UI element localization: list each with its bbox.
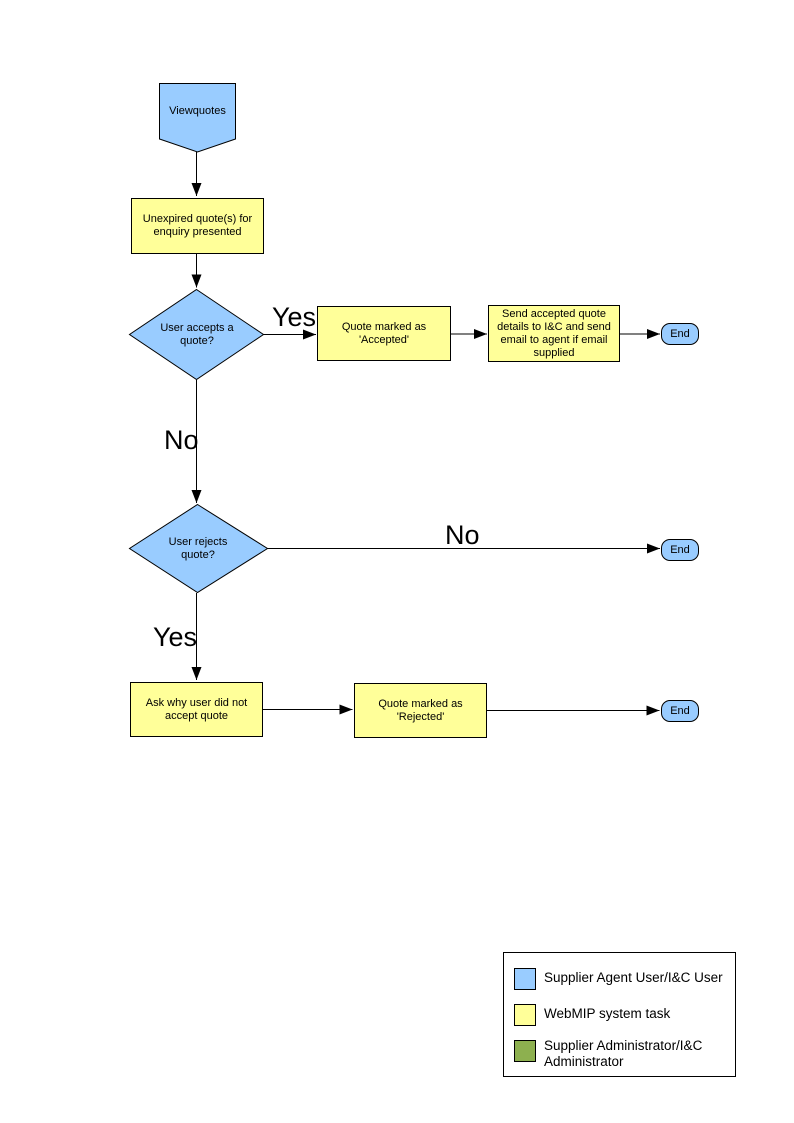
decision-accepts-label-box: User accepts a quote?	[130, 290, 264, 380]
decision-accepts-shape	[128, 288, 265, 381]
process-marked-accepted: Quote marked as 'Accepted'	[317, 306, 451, 361]
decision-rejects-shape	[128, 503, 269, 594]
process-send-details-label: Send accepted quote details to I&C and s…	[497, 307, 611, 359]
legend-label-supplier-agent-user: Supplier Agent User/I&C User	[544, 970, 723, 985]
legend-swatch-supplier-agent-user	[514, 968, 536, 990]
end-node-no-action: End	[661, 539, 699, 561]
legend-box: Supplier Agent User/I&C User WebMIP syst…	[503, 952, 736, 1077]
edge-label-rejects-yes: Yes	[153, 622, 198, 652]
end-node-rejected: End	[661, 700, 699, 722]
legend-swatch-supplier-administrator	[514, 1040, 536, 1062]
process-send-details: Send accepted quote details to I&C and s…	[488, 305, 620, 362]
legend-label-webmip-system-task: WebMIP system task	[544, 1006, 671, 1021]
end-node-rejected-label: End	[670, 705, 690, 717]
edge-label-rejects-no: No	[445, 520, 480, 550]
decision-accepts-label: User accepts a quote?	[160, 322, 234, 347]
process-marked-rejected: Quote marked as 'Rejected'	[354, 683, 487, 738]
edge-label-accepts-yes: Yes	[272, 302, 317, 332]
end-node-accepted: End	[661, 323, 699, 345]
process-unexpired-quotes-label: Unexpired quote(s) for enquiry presented	[142, 213, 253, 238]
start-node-label: Viewquotes	[169, 104, 226, 117]
connector-lines	[191, 152, 660, 716]
decision-rejects-label: User rejects quote?	[168, 536, 228, 561]
process-ask-why-label: Ask why user did not accept quote	[145, 696, 248, 722]
process-unexpired-quotes: Unexpired quote(s) for enquiry presented	[131, 198, 264, 254]
process-ask-why: Ask why user did not accept quote	[130, 682, 263, 737]
edge-label-accepts-no: No	[164, 425, 199, 455]
legend-label-supplier-administrator: Supplier Administrator/I&C Administrator	[544, 1038, 703, 1069]
end-node-accepted-label: End	[670, 328, 690, 340]
process-marked-accepted-label: Quote marked as 'Accepted'	[341, 320, 427, 346]
end-node-no-action-label: End	[670, 544, 690, 556]
start-node-viewquotes: Viewquotes	[159, 83, 236, 139]
legend-swatch-webmip-system-task	[514, 1004, 536, 1026]
process-marked-rejected-label: Quote marked as 'Rejected'	[378, 697, 463, 723]
decision-rejects-label-box: User rejects quote?	[129, 505, 267, 593]
start-pentagon-shape	[159, 83, 236, 153]
